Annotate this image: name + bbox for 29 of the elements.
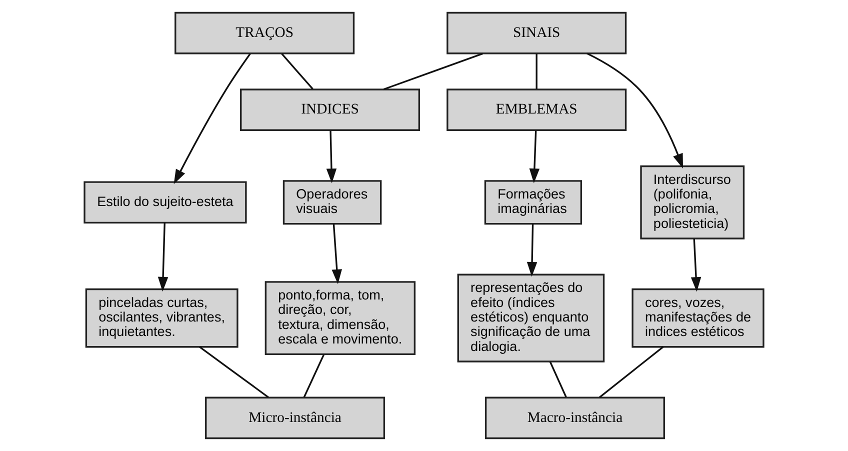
arrow [586, 52, 684, 169]
node-box: EMBLEMAS [446, 88, 627, 131]
arrow [526, 224, 538, 277]
connector [549, 361, 567, 398]
node-box: ponto,forma, tom, direção, cor, textura, dimensão, escala e movimento. [264, 281, 416, 356]
connector [536, 54, 538, 89]
arrow [690, 238, 702, 292]
arrow [174, 53, 251, 184]
node-box: Operadores visuais [282, 180, 382, 225]
connector [281, 53, 314, 90]
node-box: Estilo do sujeito-esteta [84, 181, 247, 224]
node-box: representações do efeito (índices estéticos) enquanto significação de uma dialogia. [457, 274, 605, 362]
node-box: SINAIS [446, 12, 627, 54]
connector [303, 354, 325, 398]
node-box: cores, vozes, manifestações de indices estéticos [632, 288, 764, 348]
node-box: Formações imaginárias [484, 180, 582, 225]
arrow [326, 130, 337, 184]
connector [383, 52, 484, 90]
node-box: Macro-instância [484, 396, 665, 440]
node-box: INDICES [240, 88, 420, 131]
node-box: Interdiscurso (polifonia, policromia, poliesteticia) [640, 165, 745, 240]
arrow [332, 224, 342, 284]
node-box: Micro-instância [205, 396, 386, 440]
connector [199, 346, 270, 398]
arrow [529, 130, 540, 184]
arrow [158, 222, 168, 292]
node-box: TRAÇOS [174, 12, 355, 54]
connector [598, 346, 664, 398]
node-box: pinceladas curtas, oscilantes, vibrantes, inquietantes. [85, 288, 238, 348]
